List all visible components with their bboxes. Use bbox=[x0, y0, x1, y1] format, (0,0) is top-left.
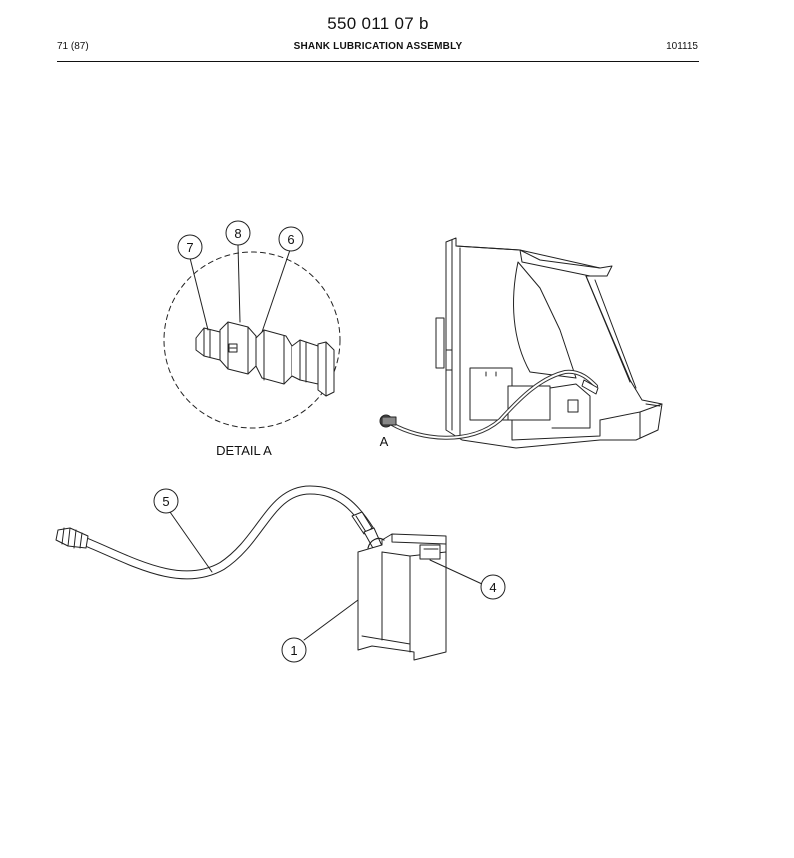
callout-1-balloon bbox=[281, 637, 307, 663]
leader-8 bbox=[237, 244, 241, 323]
callout-4-balloon bbox=[480, 574, 506, 600]
callout-6-balloon bbox=[278, 226, 304, 252]
detail-reference-letter: A bbox=[380, 434, 389, 449]
callout-4: 4 bbox=[489, 580, 496, 595]
callout-1: 1 bbox=[290, 643, 297, 658]
leader-6 bbox=[261, 249, 291, 333]
callout-5-balloon bbox=[153, 488, 179, 514]
leader-5 bbox=[169, 511, 213, 573]
callout-7-balloon bbox=[177, 234, 203, 260]
machine-housing-view: A bbox=[379, 237, 663, 449]
page-reference: 71 (87) bbox=[57, 41, 89, 52]
hose-and-container-view: 5 1 4 bbox=[55, 485, 506, 663]
callout-8-balloon bbox=[225, 220, 251, 246]
callout-7: 7 bbox=[186, 240, 193, 255]
header-rule bbox=[57, 61, 699, 62]
document-number: 550 011 07 b bbox=[327, 14, 429, 33]
fitting-assembly bbox=[195, 321, 335, 397]
callout-8: 8 bbox=[234, 226, 241, 241]
detail-label: DETAIL A bbox=[216, 443, 272, 458]
callout-5: 5 bbox=[162, 494, 169, 509]
callout-6: 6 bbox=[287, 232, 294, 247]
page-title: SHANK LUBRICATION ASSEMBLY bbox=[293, 41, 463, 52]
date-code: 101115 bbox=[666, 41, 698, 52]
leader-1 bbox=[303, 599, 359, 641]
leader-7 bbox=[189, 257, 209, 331]
detail-boundary-circle bbox=[163, 251, 341, 429]
leader-4 bbox=[429, 559, 483, 585]
detail-a-view: 7 8 6 DETAIL A bbox=[163, 220, 341, 458]
